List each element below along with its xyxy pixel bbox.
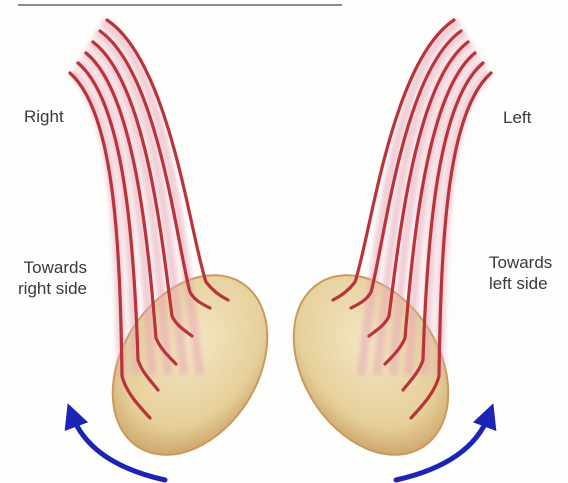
label-towards-right-line2: right side [18, 278, 87, 299]
label-right: Right [24, 106, 64, 127]
left-sperm-group [262, 20, 491, 483]
label-towards-right-line1: Towards [18, 257, 87, 278]
right-sperm-group [70, 20, 299, 483]
label-towards-left-side: Towards left side [489, 252, 552, 294]
label-towards-left-line1: Towards [489, 252, 552, 273]
label-towards-left-line2: left side [489, 273, 552, 294]
label-left: Left [503, 107, 531, 128]
label-towards-right-side: Towards right side [18, 257, 87, 299]
